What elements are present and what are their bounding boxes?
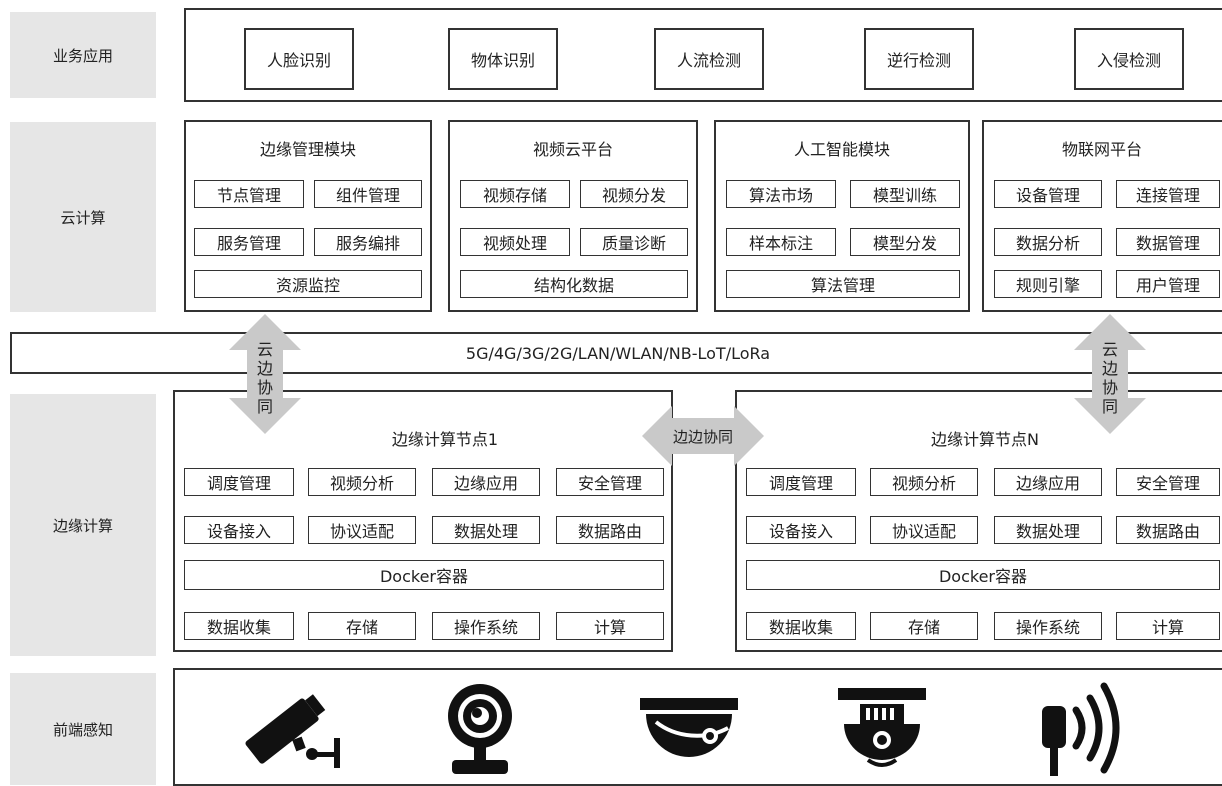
app-retrograde-detection: 逆行检测	[864, 28, 974, 90]
edge-item: 数据处理	[994, 516, 1102, 544]
module-item: 视频存储	[460, 180, 570, 208]
edge-item: 设备接入	[746, 516, 856, 544]
module-item: 服务管理	[194, 228, 304, 256]
module-item: 模型训练	[850, 180, 960, 208]
edge-item: 计算	[556, 612, 664, 640]
module-item-wide: 算法管理	[726, 270, 960, 298]
edge-item: 数据收集	[746, 612, 856, 640]
ptz-camera-icon	[838, 688, 926, 767]
module-item: 服务编排	[314, 228, 422, 256]
layer-label-edge: 边缘计算	[10, 394, 156, 656]
cloud-edge-sync-label-right: 云 边 协 同	[1101, 340, 1118, 416]
module-item: 组件管理	[314, 180, 422, 208]
module-item-wide: 结构化数据	[460, 270, 688, 298]
edge-item: 调度管理	[746, 468, 856, 496]
dome-camera-icon	[640, 698, 738, 757]
edge-item: 数据路由	[1116, 516, 1220, 544]
edge-item: 视频分析	[870, 468, 978, 496]
app-face-recognition: 人脸识别	[244, 28, 354, 90]
edge-item: 调度管理	[184, 468, 294, 496]
edge-item: 安全管理	[1116, 468, 1220, 496]
module-item: 样本标注	[726, 228, 836, 256]
module-item-wide: 资源监控	[194, 270, 422, 298]
cloud-edge-sync-label-left: 云 边 协 同	[256, 340, 273, 416]
edge-node-title: 边缘计算节点N	[931, 430, 1039, 449]
module-item: 视频处理	[460, 228, 570, 256]
edge-item: 数据处理	[432, 516, 540, 544]
module-item: 用户管理	[1116, 270, 1220, 298]
edge-item: 边缘应用	[994, 468, 1102, 496]
edge-item: 数据收集	[184, 612, 294, 640]
edge-item: 操作系统	[432, 612, 540, 640]
app-intrusion-detection: 入侵检测	[1074, 28, 1184, 90]
app-crowd-detection: 人流检测	[654, 28, 764, 90]
webcam-icon	[448, 684, 512, 774]
module-title: 人工智能模块	[793, 140, 890, 159]
module-item: 模型分发	[850, 228, 960, 256]
edge-item: 视频分析	[308, 468, 416, 496]
module-title: 物联网平台	[1061, 140, 1142, 159]
edge-item: 设备接入	[184, 516, 294, 544]
module-item: 规则引擎	[994, 270, 1102, 298]
cloud-edge-sync-arrow-right	[1074, 314, 1146, 434]
edge-item: 协议适配	[870, 516, 978, 544]
module-item: 数据管理	[1116, 228, 1220, 256]
module-title: 边缘管理模块	[259, 140, 356, 159]
edge-node-title: 边缘计算节点1	[391, 430, 499, 449]
edge-item: 协议适配	[308, 516, 416, 544]
edge-item: 存储	[870, 612, 978, 640]
layer-label-cloud: 云计算	[10, 122, 156, 312]
module-item: 视频分发	[580, 180, 688, 208]
module-title: 视频云平台	[532, 140, 613, 159]
edge-item: 操作系统	[994, 612, 1102, 640]
module-item: 质量诊断	[580, 228, 688, 256]
module-item: 算法市场	[726, 180, 836, 208]
bullet-camera-icon	[245, 694, 340, 768]
layer-label-business: 业务应用	[10, 12, 156, 98]
edge-item: 数据路由	[556, 516, 664, 544]
app-object-recognition: 物体识别	[448, 28, 558, 90]
module-item: 节点管理	[194, 180, 304, 208]
edge-edge-sync-label: 边边协同	[672, 427, 733, 446]
docker-container: Docker容器	[184, 560, 664, 590]
edge-item: 边缘应用	[432, 468, 540, 496]
edge-item: 安全管理	[556, 468, 664, 496]
wireless-sensor-icon	[1042, 682, 1120, 776]
docker-container: Docker容器	[746, 560, 1220, 590]
edge-edge-sync-arrow	[642, 406, 764, 466]
layer-label-sensing: 前端感知	[10, 673, 156, 785]
cloud-edge-sync-arrow-left	[229, 314, 301, 434]
network-bar: 5G/4G/3G/2G/LAN/WLAN/NB-LoT/LoRa	[10, 332, 1222, 374]
module-item: 设备管理	[994, 180, 1102, 208]
module-item: 连接管理	[1116, 180, 1220, 208]
edge-item: 存储	[308, 612, 416, 640]
module-item: 数据分析	[994, 228, 1102, 256]
edge-item: 计算	[1116, 612, 1220, 640]
